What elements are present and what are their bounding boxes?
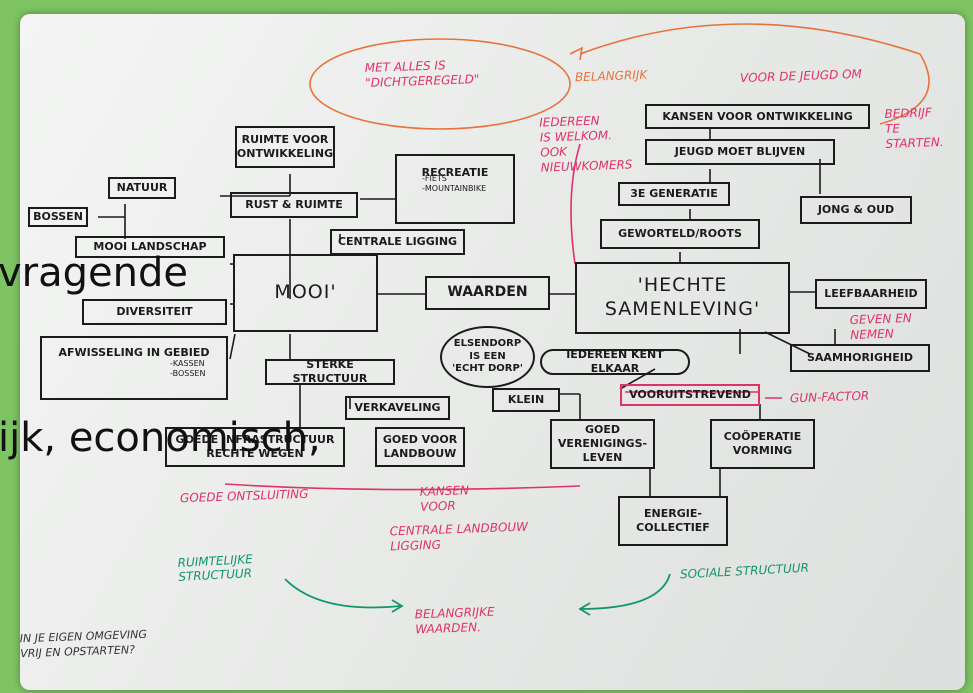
box-hechte-samenleving: 'HECHTE SAMENLEVING' <box>575 262 790 334</box>
box-rust-ruimte: RUST & RUIMTE <box>230 192 358 218</box>
whiteboard-photo: NATUUR BOSSEN MOOI LANDSCHAP DIVERSITEIT… <box>20 14 965 690</box>
box-recreatie: RECREATIE <box>395 154 515 224</box>
box-vooruitstrevend: VOORUITSTREVEND <box>620 384 760 406</box>
box-sterke-structuur: STERKE STRUCTUUR <box>265 358 395 385</box>
box-goed-voor-landbouw: GOED VOOR LANDBOUW <box>375 427 465 467</box>
box-klein: KLEIN <box>492 388 560 412</box>
box-elsendorp: ELSENDORP IS EEN 'ECHT DORP' <box>440 326 535 388</box>
box-goede-infrastructuur: GOEDE INFRASTRUCTUUR RECHTE WEGEN <box>165 427 345 467</box>
afwisseling-subitems: -KASSEN -BOSSEN <box>170 359 206 379</box>
note-geven-en-nemen: GEVEN EN NEMEN <box>849 310 912 343</box>
box-natuur: NATUUR <box>108 177 176 199</box>
note-met-alles-dichtgeregeld: MET ALLES IS "DICHTGEREGELD" <box>364 58 480 90</box>
slide-text-vragende: vragende <box>0 250 188 296</box>
box-verkaveling: VERKAVELING <box>345 396 450 420</box>
box-centrale-ligging: CENTRALE LIGGING <box>330 229 465 255</box>
box-energie-collectief: ENERGIE- COLLECTIEF <box>618 496 728 546</box>
box-saamhorigheid: SAAMHORIGHEID <box>790 344 930 372</box>
box-leefbaarheid: LEEFBAARHEID <box>815 279 927 309</box>
box-iedereen-kent-elkaar: IEDEREEN KENT ELKAAR <box>540 348 690 375</box>
note-ruimtelijke-structuur: RUIMTELIJKE STRUCTUUR <box>177 552 254 585</box>
mindmap-connectors <box>98 23 930 616</box>
box-jeugd-moet-blijven: JEUGD MOET BLIJVEN <box>645 139 835 165</box>
green-top-band <box>0 0 973 18</box>
box-cooperatie-vorming: COÖPERATIE VORMING <box>710 419 815 469</box>
box-ruimte-ontwikkeling: RUIMTE VOOR ONTWIKKELING <box>235 126 335 168</box>
note-belangrijk: BELANGRIJK <box>574 67 648 85</box>
box-afwisseling: AFWISSELING IN GEBIED <box>40 336 228 400</box>
box-goed-verenigingsleven: GOED VERENIGINGS- LEVEN <box>550 419 655 469</box>
box-jong-oud: JONG & OUD <box>800 196 912 224</box>
box-waarden: WAARDEN <box>425 276 550 310</box>
box-kansen-ontwikkeling: KANSEN VOOR ONTWIKKELING <box>645 104 870 129</box>
box-diversiteit: DIVERSITEIT <box>82 299 227 325</box>
box-geworteld-roots: GEWORTELD/ROOTS <box>600 219 760 249</box>
note-gun-factor: GUN-FACTOR <box>789 388 870 406</box>
note-centrale-landbouw-ligging: CENTRALE LANDBOUW LIGGING <box>389 519 529 554</box>
box-3e-generatie: 3E GENERATIE <box>618 182 730 206</box>
slide-text-economisch: ijk, economisch, <box>0 415 321 461</box>
box-bossen: BOSSEN <box>28 207 88 227</box>
note-bedrijf-te-starten: BEDRIJF TE STARTEN. <box>884 105 944 152</box>
box-mooi-landschap: MOOI LANDSCHAP <box>75 236 225 258</box>
recreatie-subitems: -FIETS -MOUNTAINBIKE <box>422 174 487 194</box>
note-kansen-voor: KANSEN VOOR <box>419 483 470 514</box>
note-belangrijke-waarden: BELANGRIJKE WAARDEN. <box>414 604 495 637</box>
note-iedereen-welkom: IEDEREEN IS WELKOM. OOK NIEUWKOMERS <box>538 113 633 175</box>
note-bottom-left: IN JE EIGEN OMGEVING VRIJ EN OPSTARTEN? <box>20 627 148 661</box>
box-mooi: MOOI' <box>233 254 378 332</box>
